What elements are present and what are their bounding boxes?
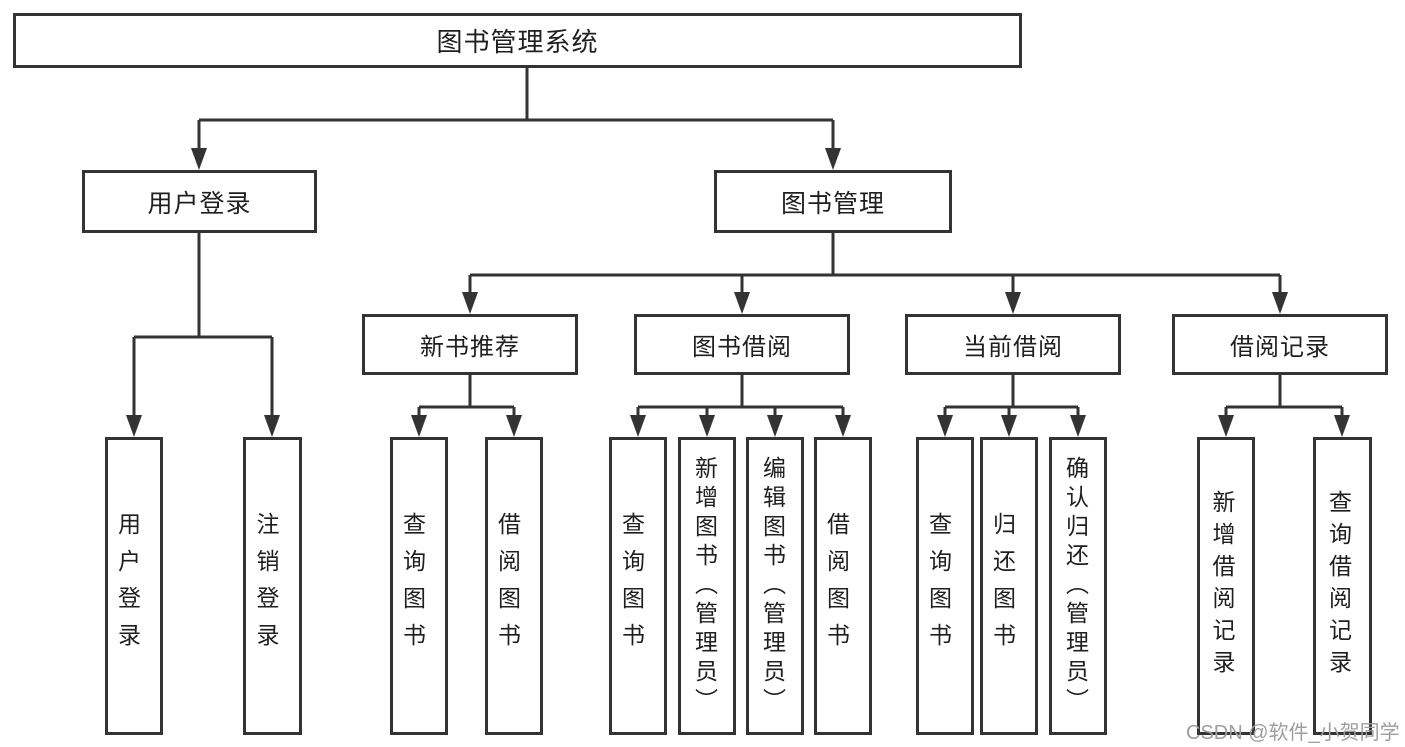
node-borrowing-records-label: 借阅记录 bbox=[1230, 334, 1330, 361]
node-borrowing-records: 借阅记录 bbox=[1172, 314, 1388, 375]
node-new-book-recommend: 新书推荐 bbox=[362, 314, 578, 375]
leaf-query-books-2: 查询图书 bbox=[609, 437, 667, 735]
leaf-add-book-admin: 新增图书（管理员） bbox=[678, 437, 736, 735]
leaf-return-book-label: 归还图书 bbox=[989, 512, 1016, 660]
node-book-management-label: 图书管理 bbox=[780, 189, 885, 218]
node-book-borrowing: 图书借阅 bbox=[634, 314, 850, 375]
leaf-confirm-return-admin-label: 确认归还（管理员） bbox=[1062, 455, 1089, 717]
leaf-add-book-admin-label: 新增图书（管理员） bbox=[691, 455, 718, 717]
node-user-login: 用户登录 bbox=[82, 170, 317, 233]
node-current-borrowing: 当前借阅 bbox=[905, 314, 1121, 375]
leaf-logout-label: 注销登录 bbox=[253, 512, 279, 660]
leaf-query-books-1-label: 查询图书 bbox=[399, 512, 426, 660]
leaf-borrow-books-1: 借阅图书 bbox=[485, 437, 543, 735]
node-library-system: 图书管理系统 bbox=[13, 13, 1022, 68]
leaf-logout: 注销登录 bbox=[243, 437, 302, 735]
leaf-user-login: 用户登录 bbox=[105, 437, 163, 735]
leaf-add-borrow-record: 新增借阅记录 bbox=[1197, 437, 1255, 735]
leaf-edit-book-admin-label: 编辑图书（管理员） bbox=[759, 455, 786, 717]
node-user-login-label: 用户登录 bbox=[147, 189, 252, 218]
node-library-system-label: 图书管理系统 bbox=[436, 27, 599, 57]
leaf-query-borrow-record-label: 查询借阅记录 bbox=[1325, 490, 1352, 682]
node-book-borrowing-label: 图书借阅 bbox=[692, 334, 792, 361]
node-book-management: 图书管理 bbox=[714, 170, 952, 233]
leaf-query-books-3-label: 查询图书 bbox=[925, 512, 952, 660]
leaf-add-borrow-record-label: 新增借阅记录 bbox=[1209, 490, 1235, 682]
leaf-confirm-return-admin: 确认归还（管理员） bbox=[1049, 437, 1107, 735]
leaf-query-books-3: 查询图书 bbox=[916, 437, 974, 735]
leaf-return-book: 归还图书 bbox=[980, 437, 1038, 735]
csdn-watermark: CSDN @软件_小贺同学 bbox=[1186, 722, 1400, 744]
leaf-query-books-2-label: 查询图书 bbox=[618, 512, 645, 660]
node-current-borrowing-label: 当前借阅 bbox=[963, 334, 1063, 361]
leaf-borrow-books-2-label: 借阅图书 bbox=[823, 512, 850, 660]
leaf-query-books-1: 查询图书 bbox=[390, 437, 448, 735]
leaf-query-borrow-record: 查询借阅记录 bbox=[1313, 437, 1372, 735]
leaf-borrow-books-1-label: 借阅图书 bbox=[494, 512, 521, 660]
leaf-user-login-label: 用户登录 bbox=[114, 512, 141, 660]
node-new-book-recommend-label: 新书推荐 bbox=[420, 334, 520, 361]
leaf-edit-book-admin: 编辑图书（管理员） bbox=[746, 437, 804, 735]
leaf-borrow-books-2: 借阅图书 bbox=[814, 437, 872, 735]
